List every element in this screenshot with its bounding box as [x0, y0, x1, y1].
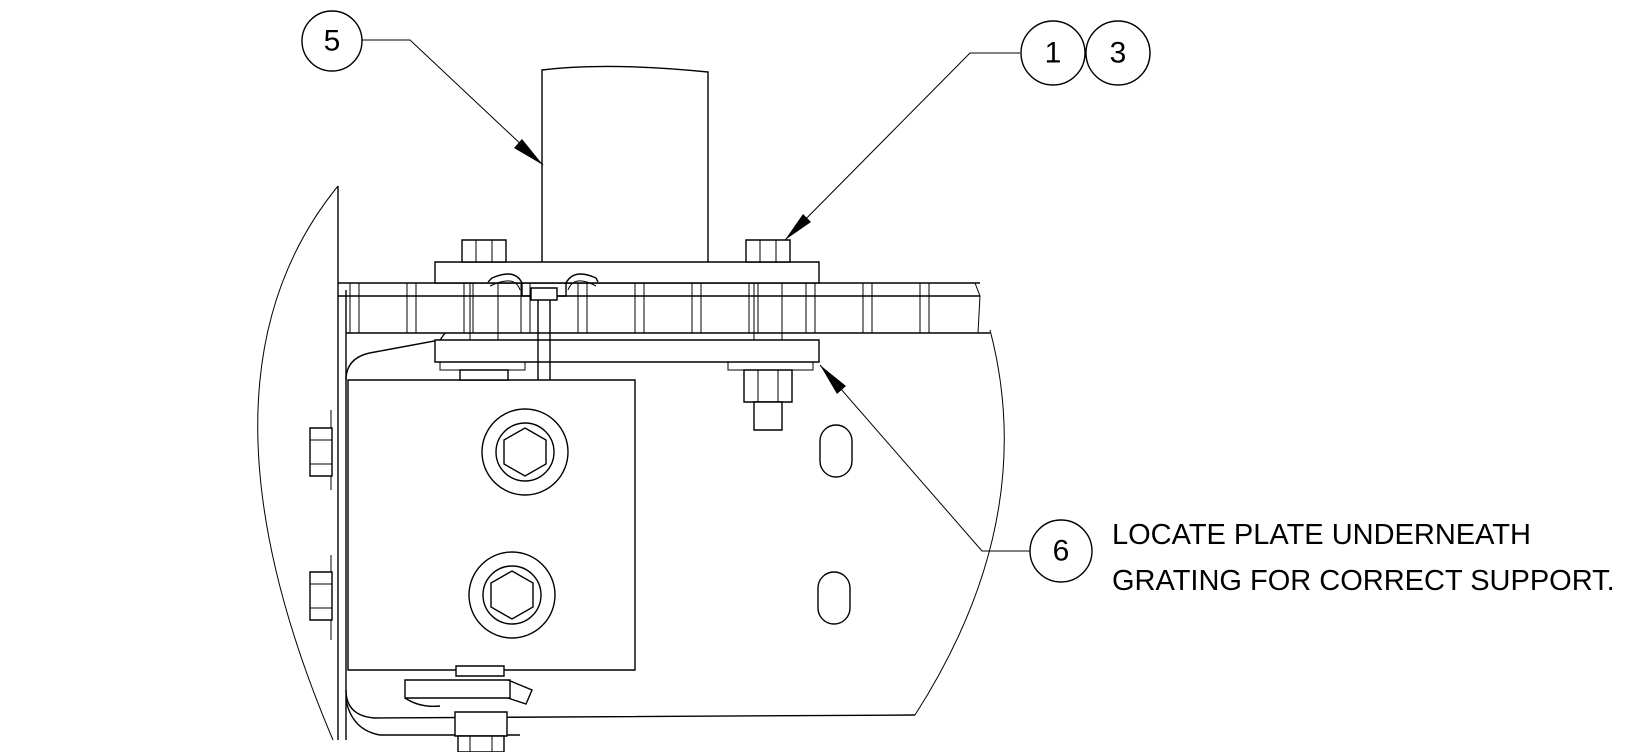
leader-5	[362, 40, 543, 165]
note-line-2: GRATING FOR CORRECT SUPPORT.	[1112, 565, 1615, 597]
svg-text:3: 3	[1110, 37, 1127, 70]
svg-text:5: 5	[324, 25, 341, 58]
bracket-plate	[346, 333, 915, 735]
block-bolt-lower	[469, 552, 555, 638]
balloon-1: 1	[1021, 21, 1085, 85]
bottom-bolt	[405, 666, 532, 752]
clamp-block	[348, 380, 635, 670]
side-bolt-upper	[310, 428, 332, 476]
block-bolt-upper	[482, 409, 568, 495]
balloon-3: 3	[1086, 21, 1150, 85]
top-bolt-left	[462, 240, 506, 340]
balloon-6: 6	[1030, 520, 1092, 582]
leader-1	[785, 53, 1020, 240]
balloon-5: 5	[302, 11, 362, 71]
vertical-frame	[331, 186, 346, 740]
grating-clip	[488, 274, 598, 380]
note-line-1: LOCATE PLATE UNDERNEATH	[1112, 519, 1531, 551]
top-plate	[435, 262, 819, 283]
top-bolt-right	[746, 240, 790, 340]
grating	[338, 283, 990, 333]
note: LOCATE PLATE UNDERNEATH GRATING FOR CORR…	[1112, 519, 1615, 597]
slotted-hole-upper	[820, 425, 852, 477]
svg-text:1: 1	[1045, 37, 1062, 70]
support-plate	[435, 340, 819, 370]
pipe-post	[542, 66, 708, 262]
side-bolt-lower	[310, 572, 332, 620]
slotted-hole-lower	[818, 572, 850, 624]
nut-left	[460, 370, 508, 380]
leader-6	[820, 365, 1030, 551]
nut-right	[744, 370, 792, 430]
svg-text:6: 6	[1053, 535, 1070, 568]
